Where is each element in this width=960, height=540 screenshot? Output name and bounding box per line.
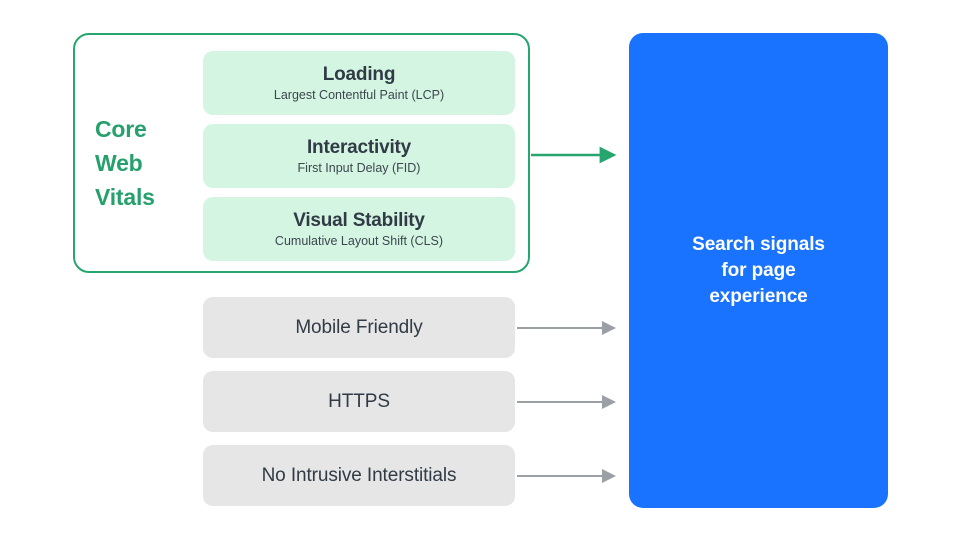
- vital-card-loading[interactable]: Loading Largest Contentful Paint (LCP): [203, 51, 515, 115]
- vital-card-visual-stability-subtitle: Cumulative Layout Shift (CLS): [274, 233, 444, 248]
- vital-card-visual-stability-title: Visual Stability: [293, 209, 425, 231]
- https-label: HTTPS: [328, 391, 390, 412]
- vital-card-loading-title: Loading: [322, 63, 396, 85]
- search-signals-box[interactable]: Search signals for page experience: [629, 33, 888, 508]
- no-intrusive-interstitials-label: No Intrusive Interstitials: [261, 465, 457, 486]
- vital-card-interactivity[interactable]: Interactivity First Input Delay (FID): [203, 124, 515, 188]
- no-intrusive-interstitials-card[interactable]: No Intrusive Interstitials: [203, 445, 515, 506]
- https-card[interactable]: HTTPS: [203, 371, 515, 432]
- vital-card-interactivity-subtitle: First Input Delay (FID): [297, 160, 421, 175]
- core-web-vitals-group-label: Core Web Vitals: [95, 116, 155, 210]
- vital-card-interactivity-title: Interactivity: [306, 136, 412, 158]
- mobile-friendly-label: Mobile Friendly: [295, 317, 423, 338]
- vital-card-visual-stability[interactable]: Visual Stability Cumulative Layout Shift…: [203, 197, 515, 261]
- vital-card-loading-subtitle: Largest Contentful Paint (LCP): [273, 87, 445, 102]
- search-signals-box-text: Search signals for page experience: [692, 233, 825, 307]
- mobile-friendly-card[interactable]: Mobile Friendly: [203, 297, 515, 358]
